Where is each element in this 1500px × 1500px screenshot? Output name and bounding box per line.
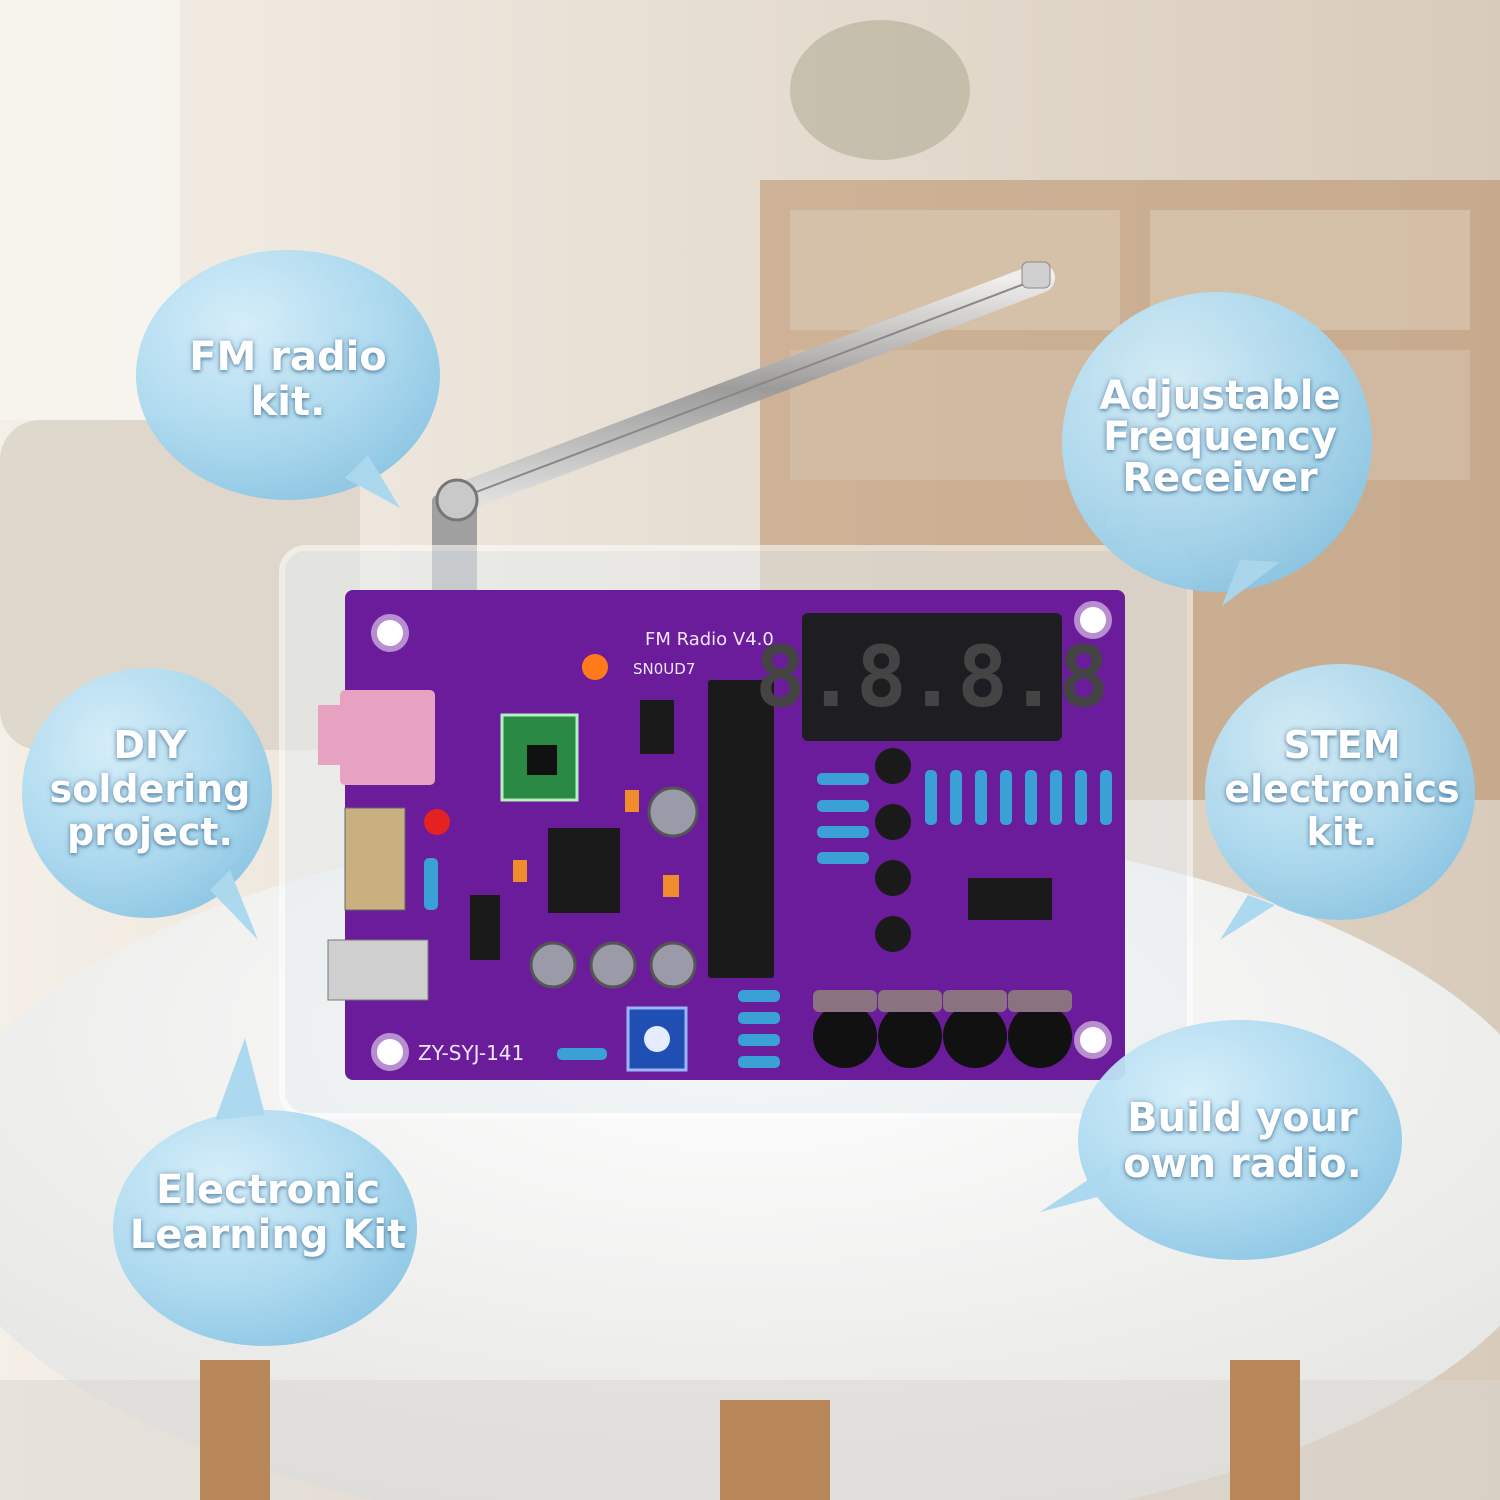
bubble-text-fm-radio-kit: FM radio kit.: [189, 334, 387, 425]
bubble-text-adjustable-receiver: Adjustable Frequency Receiver: [1099, 373, 1341, 501]
plant: [790, 20, 970, 160]
bubble-text-stem-kit: STEM electronics kit.: [1224, 723, 1460, 855]
table-leg-center: [720, 1400, 830, 1500]
amplifier-chip: [548, 828, 620, 913]
board-model: ZY-SYJ-141: [418, 1041, 524, 1065]
volume-knob: [626, 1006, 688, 1072]
bubble-diy-soldering: [22, 668, 272, 940]
power-switch: [344, 807, 406, 911]
bubble-text-learning-kit: Electronic Learning Kit: [129, 1167, 407, 1258]
bubble-adjustable-receiver: [1062, 292, 1372, 606]
bubble-text-diy-soldering: DIY soldering project.: [49, 723, 251, 855]
display-digits: 8.8.8.8: [755, 628, 1109, 726]
capacitors: [513, 786, 699, 989]
tuning-buttons: [813, 1004, 1072, 1068]
resistors: [424, 770, 1112, 1068]
audio-jack: [340, 690, 435, 785]
transistor-left: [470, 895, 500, 960]
usb-port: [327, 939, 429, 1001]
seven-segment-display: 8.8.8.8: [755, 613, 1109, 741]
bubble-build-radio: [1040, 1020, 1402, 1260]
mounting-holes: [371, 601, 1112, 1071]
driver-chip: [968, 878, 1052, 920]
microcontroller-chip: [708, 680, 774, 978]
bubble-learning-kit: [113, 1038, 417, 1346]
bubble-text-build-radio: Build your own radio.: [1123, 1095, 1362, 1187]
board-title: FM Radio V4.0: [645, 629, 774, 650]
sofa: [0, 420, 360, 750]
bubble-stem-kit: [1205, 664, 1475, 940]
transistors: [875, 748, 911, 952]
board-code: SN0UD7: [633, 660, 695, 678]
regulator: [640, 700, 674, 754]
bubble-fm-radio-kit: [136, 250, 440, 508]
orange-led: [582, 654, 608, 680]
table-leg-left: [200, 1360, 270, 1500]
table-leg-right: [1230, 1360, 1300, 1500]
red-led: [424, 809, 450, 835]
